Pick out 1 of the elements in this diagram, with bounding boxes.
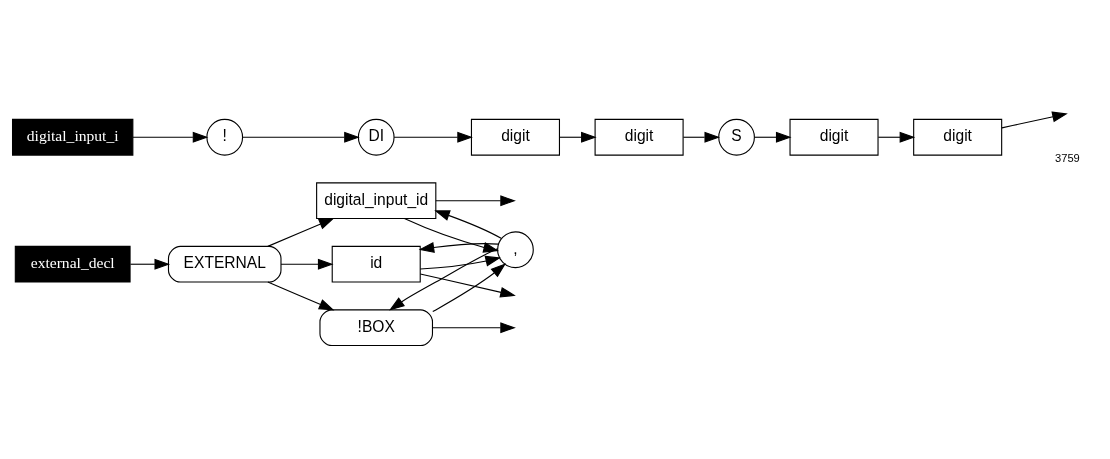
- label: 3759: [1055, 152, 1080, 165]
